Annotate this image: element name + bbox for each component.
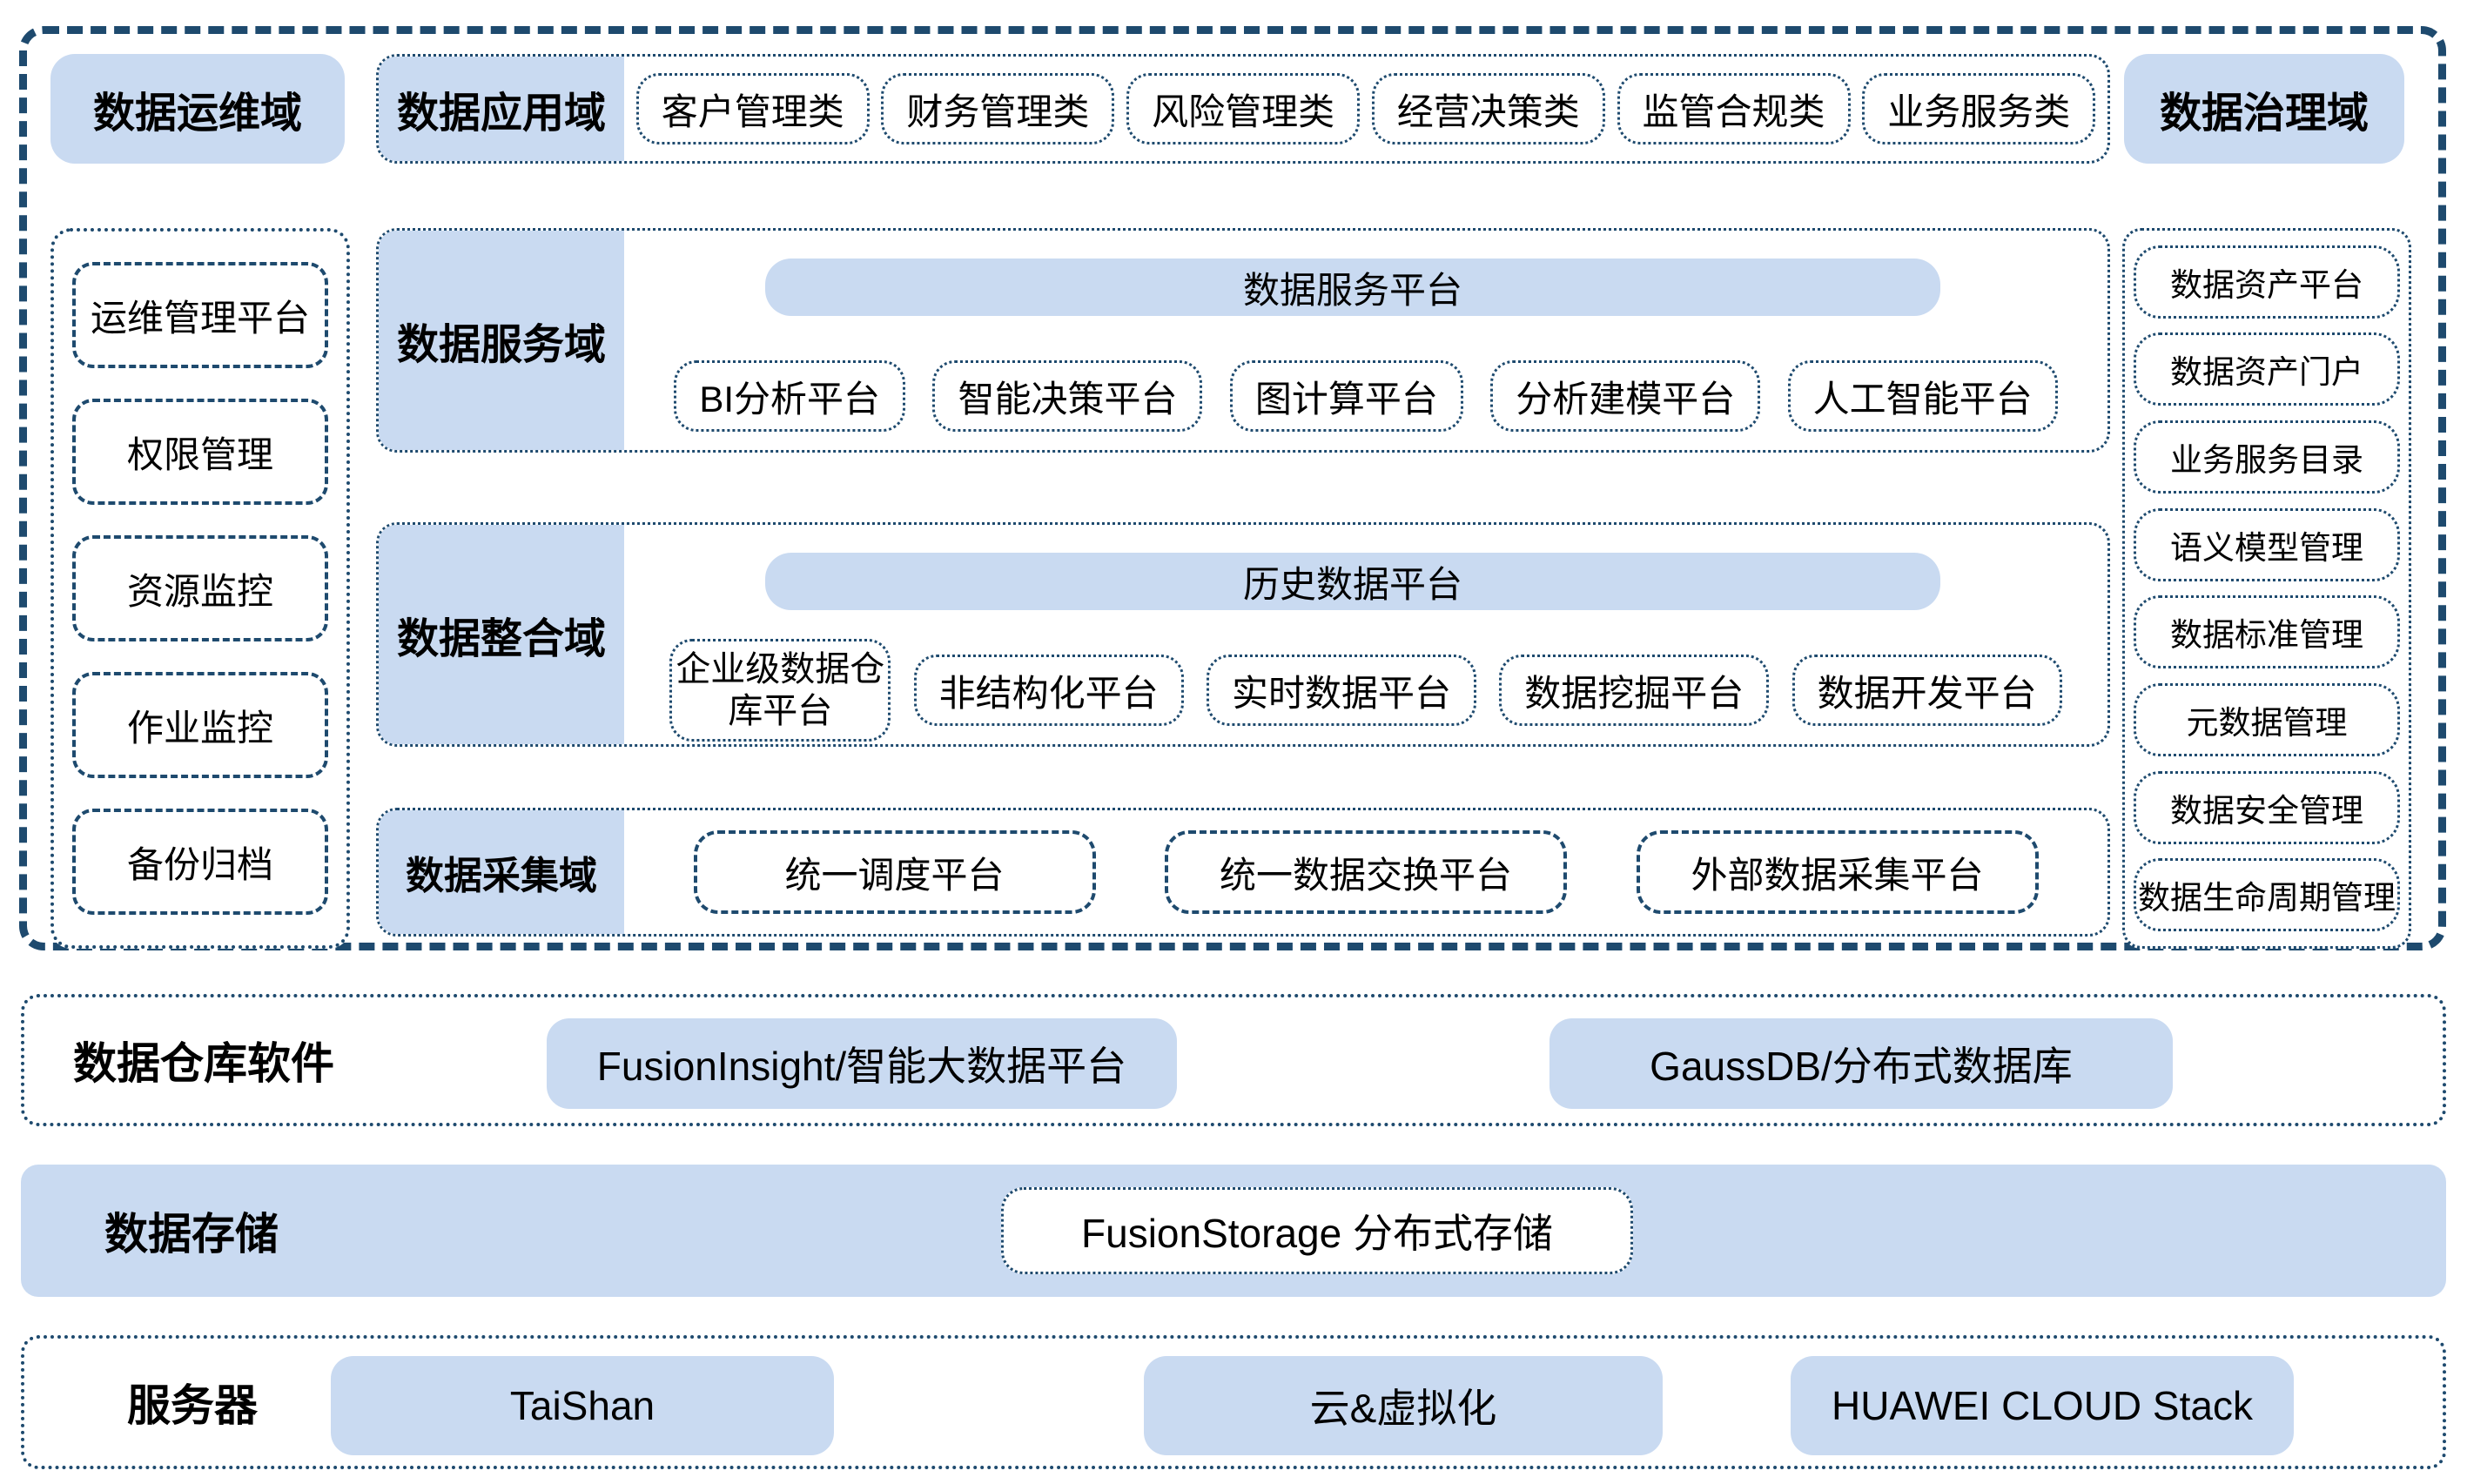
service-domain-body: 数据服务平台 BI分析平台 智能决策平台 图计算平台 分析建模平台 人工智能平台 (624, 231, 2107, 450)
history-platform-bar: 历史数据平台 (765, 553, 1940, 610)
integration-pill: 企业级数据仓库平台 (669, 639, 891, 742)
governance-sidebar-item: 业务服务目录 (2134, 420, 2400, 494)
fusioninsight-box: FusionInsight/智能大数据平台 (547, 1018, 1177, 1109)
integration-domain-section: 数据整合域 历史数据平台 企业级数据仓库平台 非结构化平台 实时数据平台 数据挖… (376, 522, 2110, 747)
ops-sidebar-item: 备份归档 (72, 809, 328, 915)
integration-pill: 数据开发平台 (1791, 655, 2062, 726)
app-category-pill: 财务管理类 (881, 73, 1115, 144)
fusionstorage-box: FusionStorage 分布式存储 (1001, 1187, 1633, 1274)
governance-domain-label: 数据治理域 (2159, 91, 2369, 137)
service-pill: BI分析平台 (674, 360, 906, 432)
service-domain-label: 数据服务域 (379, 231, 624, 450)
collection-domain-label: 数据采集域 (379, 810, 624, 934)
governance-sidebar-item: 语义模型管理 (2134, 507, 2400, 581)
warehouse-software-row: 数据仓库软件 FusionInsight/智能大数据平台 GaussDB/分布式… (21, 994, 2446, 1126)
huawei-cloud-stack-box: HUAWEI CLOUD Stack (1791, 1356, 2294, 1455)
collection-pill: 外部数据采集平台 (1636, 830, 2039, 914)
service-pill: 智能决策平台 (932, 360, 1203, 432)
gaussdb-box: GaussDB/分布式数据库 (1549, 1018, 2173, 1109)
integration-items: 企业级数据仓库平台 非结构化平台 实时数据平台 数据挖掘平台 数据开发平台 (647, 639, 2085, 742)
collection-domain-section: 数据采集域 统一调度平台 统一数据交换平台 外部数据采集平台 (376, 808, 2110, 937)
app-category-pill: 业务服务类 (1862, 73, 2096, 144)
ops-sidebar-item: 权限管理 (72, 399, 328, 505)
governance-sidebar-item: 数据标准管理 (2134, 595, 2400, 669)
integration-pill: 实时数据平台 (1206, 655, 1476, 726)
app-category-pill: 客户管理类 (635, 73, 870, 144)
ops-sidebar-item: 作业监控 (72, 672, 328, 778)
collection-items: 统一调度平台 统一数据交换平台 外部数据采集平台 (624, 810, 2107, 934)
cloud-virtualization-box: 云&虚拟化 (1144, 1356, 1663, 1455)
collection-pill: 统一调度平台 (693, 830, 1096, 914)
app-domain-container: 数据应用域 客户管理类 财务管理类 风险管理类 经营决策类 监管合规类 业务服务… (376, 54, 2110, 164)
integration-domain-label: 数据整合域 (379, 525, 624, 744)
service-pill: 人工智能平台 (1787, 360, 2058, 432)
ops-sidebar: 运维管理平台 权限管理 资源监控 作业监控 备份归档 (50, 228, 350, 949)
server-row-label: 服务器 (127, 1381, 258, 1430)
collection-pill: 统一数据交换平台 (1165, 830, 1567, 914)
governance-domain-box: 数据治理域 (2124, 54, 2404, 164)
integration-domain-body: 历史数据平台 企业级数据仓库平台 非结构化平台 实时数据平台 数据挖掘平台 数据… (624, 525, 2107, 744)
integration-pill: 非结构化平台 (913, 655, 1184, 726)
platform-outer-frame (19, 26, 2446, 950)
governance-sidebar-item: 数据资产平台 (2134, 245, 2400, 319)
service-pill: 分析建模平台 (1490, 360, 1761, 432)
app-domain-items: 客户管理类 财务管理类 风险管理类 经营决策类 监管合规类 业务服务类 (624, 57, 2107, 161)
app-category-pill: 监管合规类 (1617, 73, 1851, 144)
app-domain-label: 数据应用域 (379, 57, 624, 161)
ops-domain-box: 数据运维域 (50, 54, 345, 164)
governance-sidebar-item: 数据资产门户 (2134, 332, 2400, 406)
governance-sidebar-item: 元数据管理 (2134, 682, 2400, 756)
ops-domain-label: 数据运维域 (92, 91, 302, 137)
app-category-pill: 经营决策类 (1371, 73, 1605, 144)
integration-pill: 数据挖掘平台 (1499, 655, 1770, 726)
service-platform-bar: 数据服务平台 (765, 259, 1940, 316)
taishan-box: TaiShan (331, 1356, 834, 1455)
governance-sidebar-item: 数据安全管理 (2134, 770, 2400, 844)
app-category-pill: 风险管理类 (1126, 73, 1361, 144)
service-items: BI分析平台 智能决策平台 图计算平台 分析建模平台 人工智能平台 (647, 346, 2085, 447)
governance-sidebar: 数据资产平台 数据资产门户 业务服务目录 语义模型管理 数据标准管理 元数据管理… (2122, 228, 2411, 949)
warehouse-row-label: 数据仓库软件 (73, 1039, 334, 1088)
ops-sidebar-item: 资源监控 (72, 535, 328, 641)
service-pill: 图计算平台 (1229, 360, 1463, 432)
ops-sidebar-item: 运维管理平台 (72, 262, 328, 368)
data-storage-row: 数据存储 FusionStorage 分布式存储 (21, 1165, 2446, 1297)
storage-row-label: 数据存储 (104, 1210, 279, 1259)
governance-sidebar-item: 数据生命周期管理 (2134, 858, 2400, 932)
service-domain-section: 数据服务域 数据服务平台 BI分析平台 智能决策平台 图计算平台 分析建模平台 … (376, 228, 2110, 453)
server-row: 服务器 TaiShan 云&虚拟化 HUAWEI CLOUD Stack (21, 1335, 2446, 1469)
